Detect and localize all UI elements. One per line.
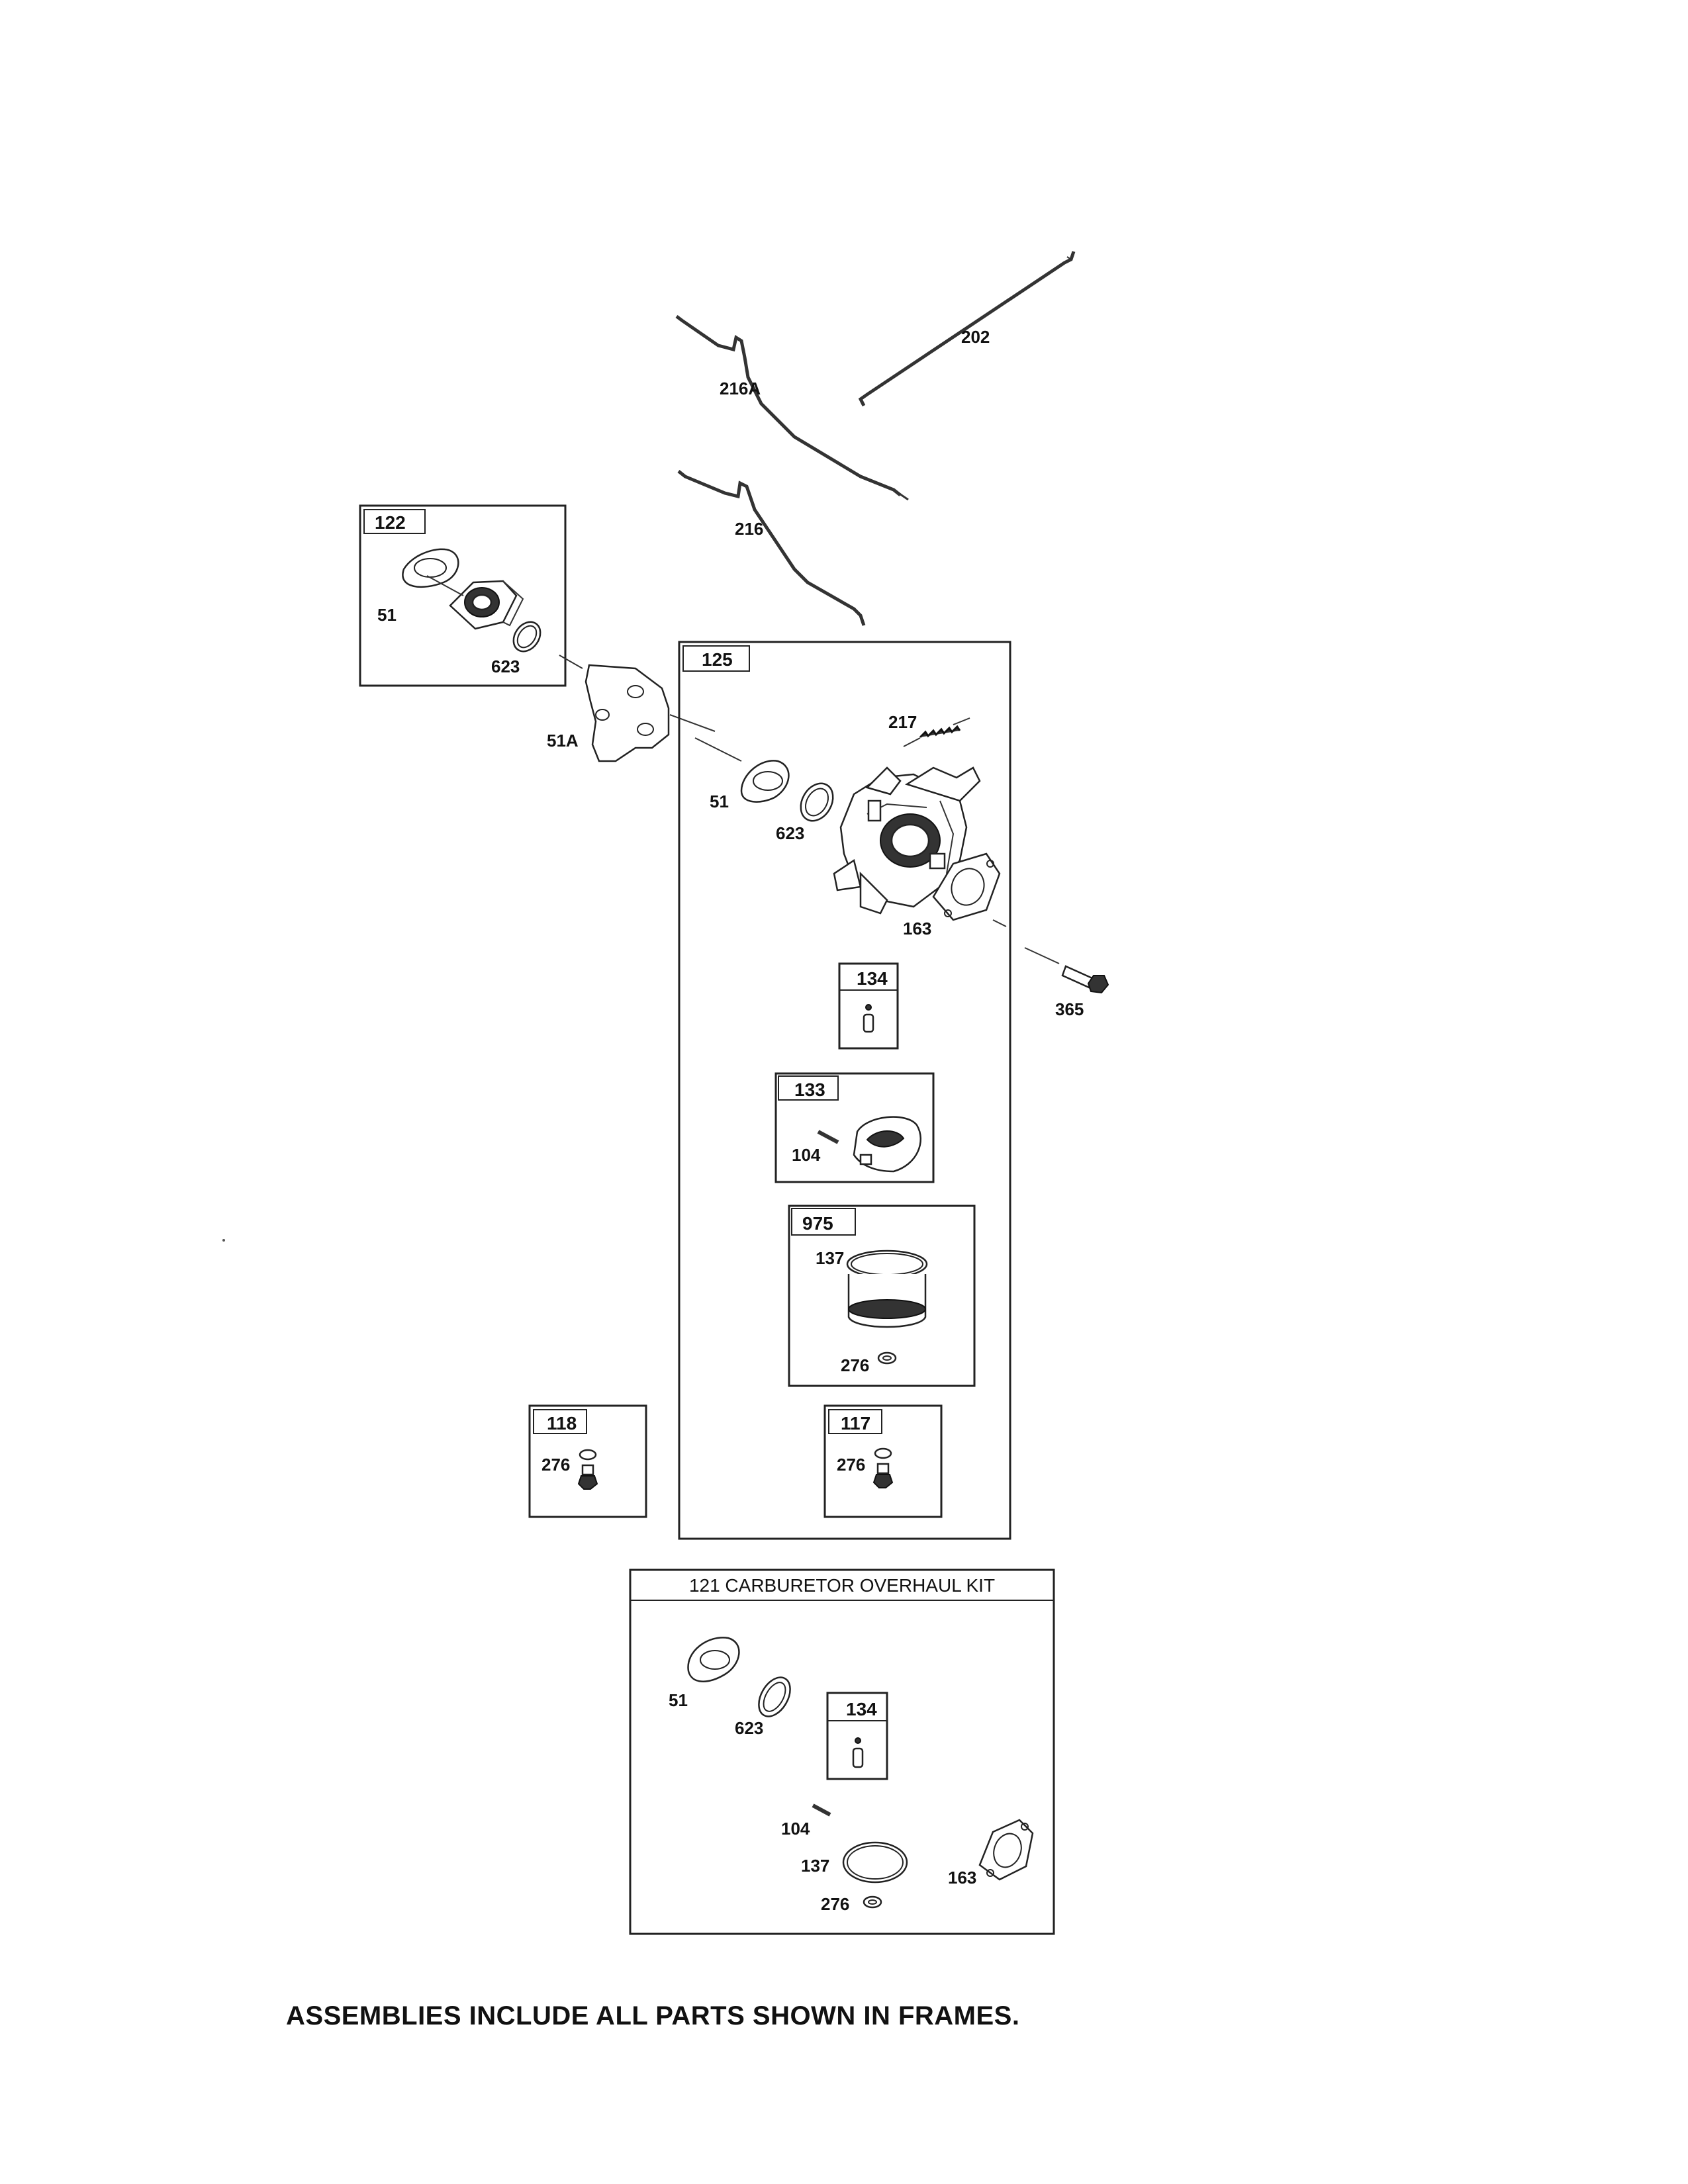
- needle-valve-134-a: [863, 1004, 874, 1033]
- label-623-c: 623: [735, 1718, 763, 1738]
- label-365: 365: [1055, 999, 1084, 1019]
- leader-gasket-51-b: [694, 737, 742, 762]
- speck: [222, 1239, 225, 1242]
- label-217: 217: [888, 712, 917, 732]
- leader-163-a: [992, 919, 1007, 927]
- intake-gasket-51: [402, 548, 459, 588]
- footer-note: ASSEMBLIES INCLUDE ALL PARTS SHOWN IN FR…: [286, 2001, 1020, 2030]
- leader-122: [426, 575, 464, 596]
- o-ring-623-b: [800, 782, 834, 822]
- kit-title: 121 CARBURETOR OVERHAUL KIT: [689, 1575, 995, 1596]
- kit-bowl-gasket-137: [842, 1841, 908, 1884]
- leader-365: [1024, 947, 1060, 964]
- washer-bolt-118: [577, 1449, 598, 1490]
- label-51-a: 51: [377, 605, 397, 625]
- frame-label-117: 117: [841, 1413, 870, 1433]
- frame-134-b: [826, 1692, 888, 1780]
- label-104-b: 104: [781, 1819, 810, 1839]
- label-216: 216: [735, 519, 763, 539]
- label-276-a: 276: [841, 1355, 869, 1375]
- label-276-b: 276: [541, 1455, 570, 1475]
- label-163-a: 163: [903, 919, 931, 938]
- leader-51A: [669, 714, 716, 732]
- bolt-365: [1061, 965, 1109, 994]
- label-202: 202: [961, 327, 990, 347]
- frame-label-134-b: 134: [846, 1699, 877, 1719]
- label-137-a: 137: [816, 1248, 844, 1268]
- frame-118: [528, 1404, 647, 1518]
- label-276-d: 276: [821, 1894, 849, 1914]
- frame-label-975: 975: [802, 1213, 833, 1234]
- washer-bolt-117: [872, 1447, 894, 1488]
- carb-gasket-163: [932, 852, 1001, 921]
- frame-label-134-a: 134: [857, 968, 888, 989]
- label-104-a: 104: [792, 1145, 821, 1165]
- kit-float-pin-104: [812, 1803, 831, 1817]
- throttle-link-216A: [675, 315, 909, 501]
- label-276-c: 276: [837, 1455, 865, 1475]
- float-pin-104-a: [817, 1130, 839, 1144]
- label-623-a: 623: [491, 657, 520, 676]
- kit-gasket-51: [687, 1637, 740, 1682]
- leader-51A-top: [559, 655, 583, 669]
- carb-gasket-51: [740, 760, 790, 803]
- label-623-b: 623: [776, 823, 804, 843]
- float-133: [853, 1116, 922, 1173]
- label-137-b: 137: [801, 1856, 829, 1876]
- label-51-c: 51: [669, 1690, 688, 1710]
- frame-134-a: [838, 962, 899, 1050]
- frame-125: [678, 641, 1011, 1540]
- frame-label-122: 122: [375, 512, 406, 533]
- label-51A: 51A: [547, 731, 579, 751]
- choke-link-216: [677, 470, 866, 626]
- frame-117: [823, 1404, 943, 1518]
- intake-spacer: [449, 580, 524, 630]
- frame-label-118: 118: [547, 1413, 577, 1433]
- needle-valve-134-b: [852, 1737, 864, 1768]
- frame-122: [359, 504, 567, 687]
- kit-gasket-163: [978, 1819, 1034, 1881]
- frame-975: [788, 1205, 976, 1387]
- frame-overhaul-kit: [629, 1569, 1055, 1935]
- o-ring-623: [512, 621, 541, 653]
- kit-washer-276: [863, 1895, 882, 1909]
- carburetor-body: [833, 766, 981, 915]
- heat-shield-51A: [585, 664, 670, 762]
- label-216A: 216A: [720, 379, 761, 398]
- label-51-b: 51: [710, 792, 729, 811]
- governor-link-rod-202: [858, 251, 1076, 407]
- frame-133: [774, 1072, 935, 1183]
- frame-label-125: 125: [702, 649, 733, 670]
- washer-276-a: [877, 1351, 897, 1365]
- throttle-spring-217: [903, 717, 970, 747]
- frame-label-133: 133: [794, 1079, 825, 1100]
- kit-o-ring-623: [758, 1676, 791, 1717]
- float-bowl-137: [846, 1250, 928, 1328]
- label-163-b: 163: [948, 1868, 976, 1888]
